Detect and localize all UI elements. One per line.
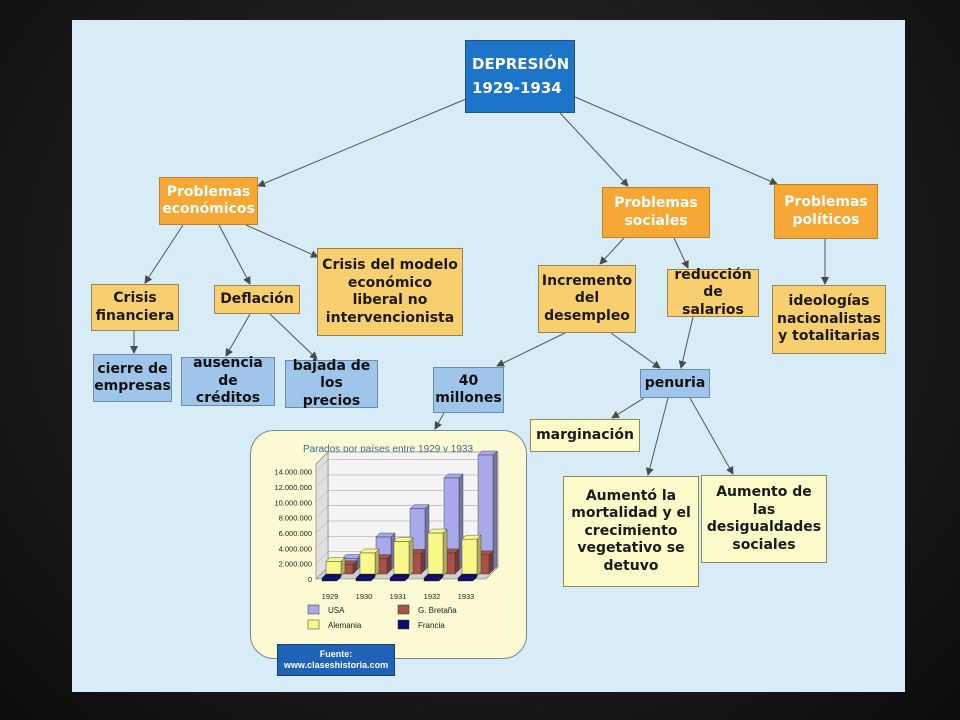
node-ideologias: ideologías nacionalistas y totalitarias	[772, 285, 886, 354]
chart-legend-label: Alemania	[328, 621, 362, 630]
chart-y-tick-label: 0	[308, 575, 312, 584]
node-ausencia-creditos: ausencia de créditos	[181, 355, 275, 406]
chart-bar	[321, 577, 338, 582]
chart-bar	[427, 532, 444, 577]
chart-gridline	[315, 459, 498, 472]
node-penuria: penuria	[640, 369, 710, 398]
chart-legend-label: Francia	[418, 621, 445, 630]
chart-bar	[393, 541, 410, 577]
chart-gridline	[315, 474, 498, 488]
node-incremento-desempleo: Incremento del desempleo	[538, 265, 636, 333]
chart-x-tick-label: 1929	[322, 592, 339, 601]
chart-bar-side	[454, 548, 460, 575]
chart-legend-swatch	[307, 619, 320, 630]
node-crisis-modelo: Crisis del modelo económico liberal no i…	[317, 248, 463, 336]
chart-bar-side	[420, 548, 426, 575]
chart-y-tick-label: 6.000.000	[279, 529, 312, 538]
chart-y-tick-label: 4.000.000	[279, 544, 312, 553]
chart-bar-side	[476, 534, 482, 577]
chart-bar	[389, 577, 406, 582]
chart-bar-side	[492, 450, 498, 571]
chart-bar	[423, 577, 440, 582]
chart-bar-side	[408, 537, 414, 577]
chart-legend-label: G. Bretaña	[418, 606, 457, 615]
node-aumento-mortalidad: Aumentó la mortalidad y el crecimiento v…	[563, 476, 699, 587]
chart-bar	[359, 552, 376, 577]
node-bajada-precios: bajada de los precios	[285, 358, 378, 409]
chart-y-tick-label: 12.000.000	[274, 483, 312, 492]
node-problemas-politicos: Problemas políticos	[774, 184, 878, 239]
chart-gridline	[315, 520, 498, 534]
unemployment-bar-chart: Parados por países entre 1929 y 1933 0 2.…	[274, 444, 499, 630]
node-reduccion-salarios: reducción de salarios	[667, 267, 759, 318]
chart-bar	[457, 577, 474, 582]
chart-y-tick-label: 2.000.000	[279, 560, 312, 569]
chart-bar-side	[374, 548, 380, 577]
chart-x-tick-label: 1932	[424, 592, 441, 601]
source-badge: Fuente: www.claseshistoria.com	[277, 644, 395, 676]
node-problemas-sociales: Problemas sociales	[602, 187, 710, 238]
chart-bar	[461, 538, 478, 577]
chart-gridline	[315, 490, 498, 503]
chart-legend-swatch	[397, 619, 410, 630]
chart-side-wall	[315, 451, 329, 580]
node-problemas-economicos: Problemas económicos	[159, 177, 258, 225]
chart-y-tick-label: 14.000.000	[274, 468, 312, 477]
chart-bar-side	[488, 550, 494, 575]
node-40-millones: 40 millones	[433, 367, 504, 413]
chart-legend-swatch	[307, 604, 320, 615]
chart-bar	[355, 577, 372, 582]
node-deflacion: Deflación	[214, 285, 300, 314]
chart-legend-swatch	[397, 604, 410, 615]
node-aumento-desigualdades: Aumento de las desigualdades sociales	[701, 475, 827, 563]
node-cierre-empresas: cierre de empresas	[93, 354, 172, 402]
node-crisis-financiera: Crisis financiera	[91, 284, 179, 331]
source-url: www.claseshistoria.com	[283, 660, 389, 670]
chart-bar-side	[442, 528, 448, 577]
node-depresion: DEPRESIÓN 1929-1934	[465, 40, 575, 113]
node-marginacion: marginación	[530, 419, 640, 452]
chart-x-tick-label: 1930	[356, 592, 373, 601]
source-label: Fuente:	[319, 649, 353, 660]
chart-y-tick-label: 10.000.000	[274, 498, 312, 507]
chart-y-tick-label: 8.000.000	[279, 514, 312, 523]
chart-x-tick-label: 1933	[458, 592, 475, 601]
chart-legend-label: USA	[328, 606, 345, 615]
chart-gridline	[315, 505, 498, 518]
chart-x-tick-label: 1931	[390, 592, 407, 601]
chart-title: Parados por países entre 1929 y 1933	[303, 444, 474, 455]
